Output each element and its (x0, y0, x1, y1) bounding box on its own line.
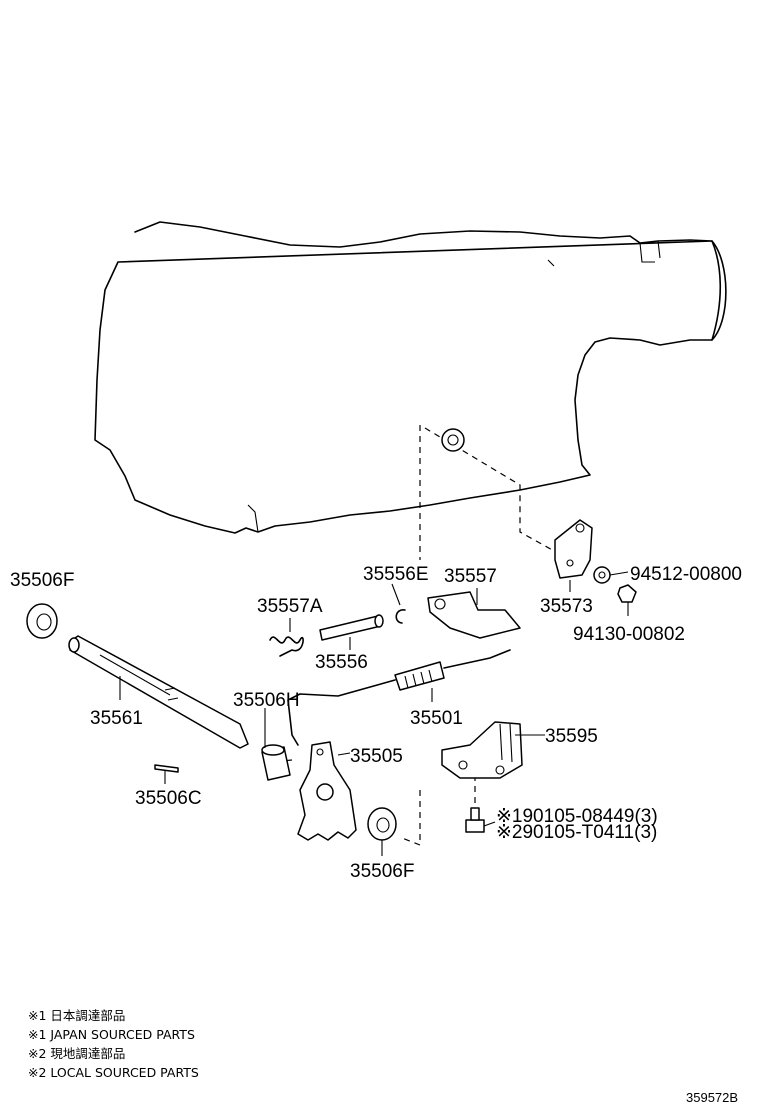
label-35556: 35556 (315, 652, 368, 673)
label-35557: 35557 (444, 566, 497, 587)
nut-94130 (617, 584, 637, 603)
e-ring-35556E (395, 609, 406, 624)
note-en-local: ※2 LOCAL SOURCED PARTS (28, 1065, 199, 1080)
washer-94512 (593, 566, 611, 584)
detent-lever-35505 (297, 741, 357, 841)
note-jp-local: ※2 現地調達部品 (28, 1046, 125, 1061)
pin-35506C (154, 764, 179, 773)
guide-lines (269, 425, 557, 846)
label-35595: 35595 (545, 726, 598, 747)
label-90105-jp: ※190105-08449(3) (496, 806, 658, 827)
transmission-case-outline (94, 221, 727, 534)
lever-35557 (427, 591, 521, 639)
label-35561: 35561 (90, 708, 143, 729)
part-labels: 35506F 35561 35557A 35556 35556E 35557 3… (10, 564, 742, 882)
label-90105-local: ※290105-T0411(3) (496, 822, 657, 843)
label-94130: 94130-00802 (573, 624, 685, 645)
cable-35501 (287, 649, 511, 746)
label-94512: 94512-00800 (630, 564, 742, 585)
case-seal-ring (441, 428, 465, 452)
legend-notes: ※1 日本調達部品 ※1 JAPAN SOURCED PARTS ※2 現地調達… (28, 1008, 199, 1080)
bracket-35573 (554, 519, 593, 579)
oil-seal-35506F-bottom (367, 807, 397, 841)
pin-35556 (319, 614, 384, 641)
label-35506H: 35506H (233, 690, 300, 711)
bracket-35595 (441, 721, 523, 779)
shaft-35561 (68, 635, 249, 749)
figure-reference: 359572B (686, 1090, 738, 1105)
note-jp-japan: ※1 日本調達部品 (28, 1008, 125, 1023)
oil-seal-35506F-left (26, 603, 58, 639)
label-35556E: 35556E (363, 564, 429, 585)
note-en-japan: ※1 JAPAN SOURCED PARTS (28, 1027, 195, 1042)
label-35501: 35501 (410, 708, 463, 729)
label-35557A: 35557A (257, 596, 323, 617)
label-35506F-bottom: 35506F (350, 861, 414, 882)
label-35506C: 35506C (135, 788, 202, 809)
bolt-90105 (465, 807, 485, 833)
label-35505: 35505 (350, 746, 403, 767)
bushing-35506H (261, 744, 291, 781)
spring-35557A (269, 636, 304, 657)
leader-lines (119, 571, 629, 856)
label-35506F-left: 35506F (10, 570, 74, 591)
label-35573: 35573 (540, 596, 593, 617)
